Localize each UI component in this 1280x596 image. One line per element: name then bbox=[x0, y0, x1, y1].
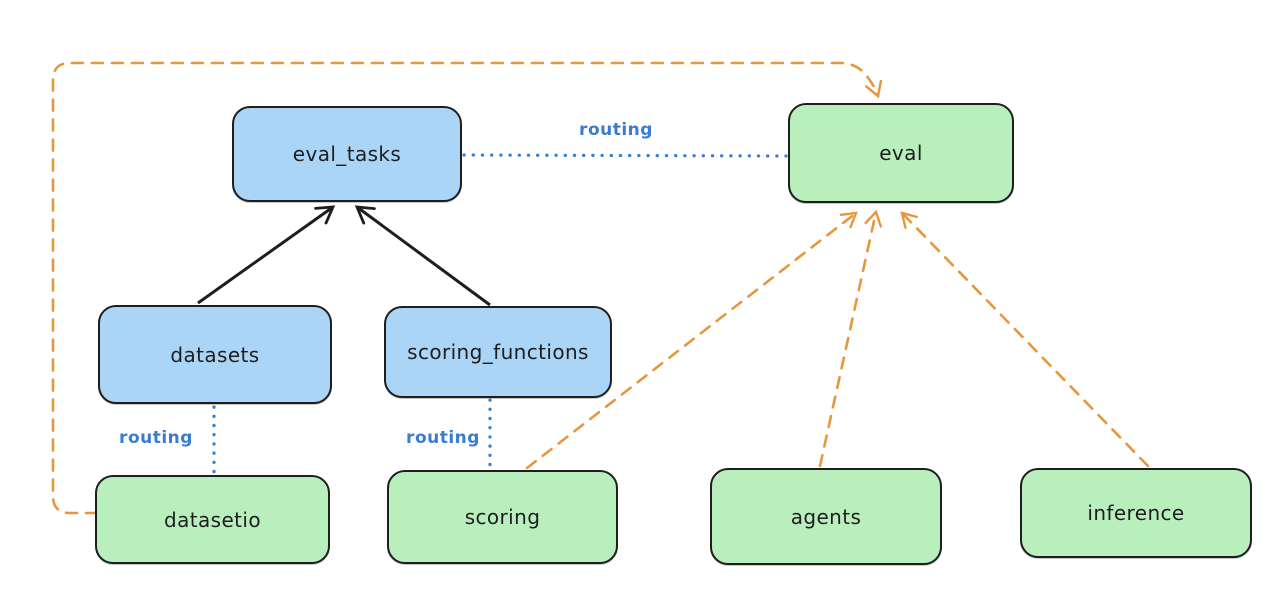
routing-label-scoring-functions-scoring: routing bbox=[406, 428, 480, 448]
node-scoring-label: scoring bbox=[464, 505, 541, 529]
edge-routing-eval-tasks-to-eval bbox=[462, 153, 788, 158]
node-inference: inference bbox=[1020, 468, 1252, 558]
node-scoring-functions-label: scoring_functions bbox=[407, 340, 589, 364]
node-datasetio: datasetio bbox=[95, 475, 330, 564]
node-agents: agents bbox=[710, 468, 942, 565]
edge-inference-to-eval bbox=[900, 211, 1150, 468]
routing-label-datasets-datasetio: routing bbox=[119, 428, 193, 448]
node-agents-label: agents bbox=[790, 504, 862, 529]
routing-label-eval-tasks-eval: routing bbox=[579, 120, 653, 140]
edge-scoring-functions-to-eval-tasks bbox=[354, 205, 491, 307]
node-eval-tasks-label: eval_tasks bbox=[292, 142, 402, 166]
edge-agents-to-eval bbox=[818, 209, 883, 468]
edge-scoring-to-eval bbox=[525, 211, 858, 470]
node-datasets: datasets bbox=[98, 305, 332, 404]
node-eval-label: eval bbox=[879, 141, 923, 165]
node-inference-label: inference bbox=[1087, 501, 1185, 525]
node-eval: eval bbox=[788, 103, 1014, 203]
node-scoring: scoring bbox=[387, 470, 618, 564]
edge-datasetio-to-eval-loop bbox=[51, 61, 883, 515]
node-eval-tasks: eval_tasks bbox=[232, 106, 462, 202]
edge-datasets-to-eval-tasks bbox=[197, 205, 336, 305]
node-datasetio-label: datasetio bbox=[163, 507, 261, 532]
node-datasets-label: datasets bbox=[170, 342, 260, 367]
node-scoring-functions: scoring_functions bbox=[384, 306, 612, 398]
